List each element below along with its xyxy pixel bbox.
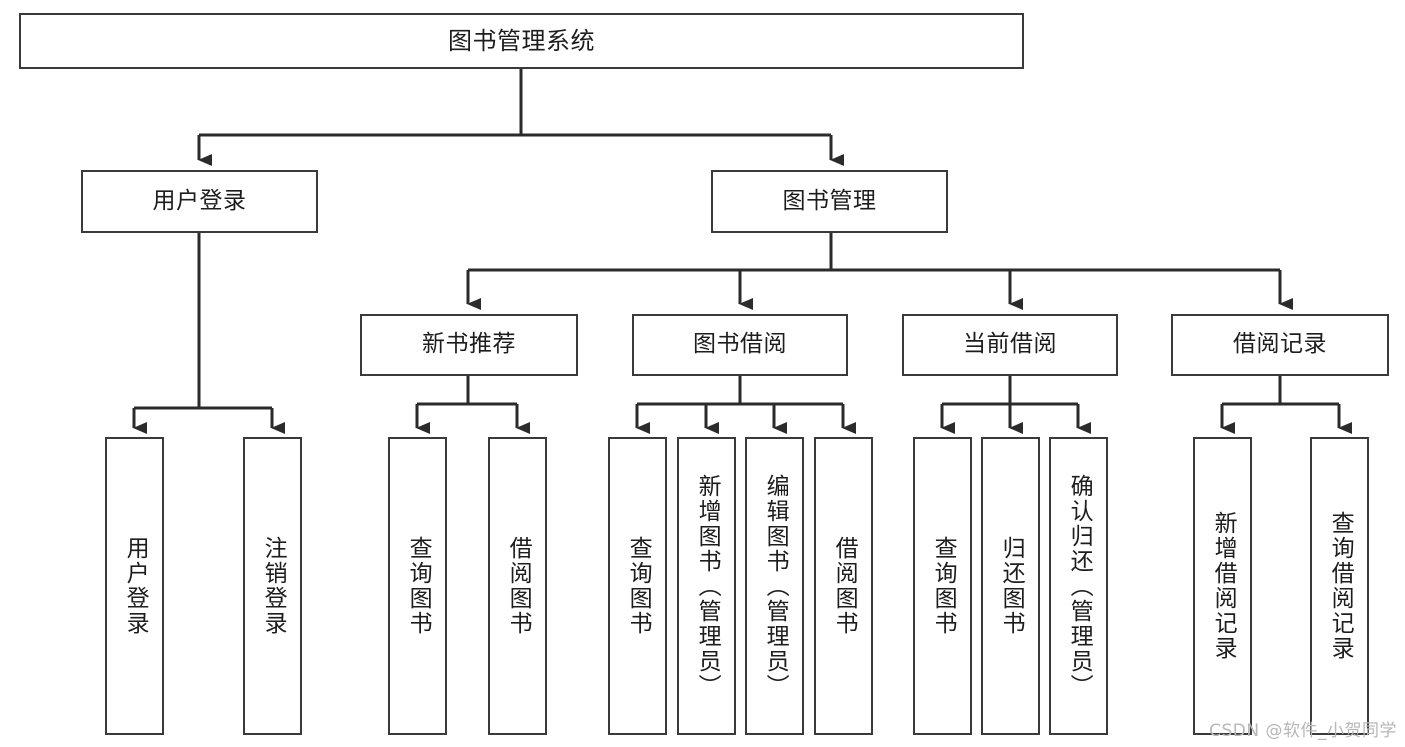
node-leaf-borrow-book-recommend[interactable]: 借阅图书 (488, 437, 547, 735)
csdn-watermark: CSDN @软件_小贺同学 (1209, 721, 1397, 741)
node-user-login[interactable]: 用户登录 (81, 170, 318, 233)
node-label: 编辑图书（管理员） (762, 473, 789, 699)
node-leaf-add-record[interactable]: 新增借阅记录 (1193, 437, 1252, 735)
node-label: 查询借阅记录 (1327, 511, 1354, 661)
node-label: 图书借阅 (693, 331, 787, 358)
node-leaf-query-record[interactable]: 查询借阅记录 (1310, 437, 1369, 735)
node-leaf-return-book[interactable]: 归还图书 (981, 437, 1040, 735)
node-label: 图书管理系统 (448, 26, 595, 55)
node-label: 当前借阅 (963, 331, 1057, 358)
node-label: 查询图书 (405, 536, 432, 636)
node-label: 归还图书 (998, 536, 1025, 636)
node-label: 借阅图书 (831, 536, 858, 636)
node-label: 注销登录 (260, 536, 287, 636)
node-leaf-borrow-book[interactable]: 借阅图书 (814, 437, 873, 735)
node-leaf-add-book[interactable]: 新增图书（管理员） (677, 437, 736, 735)
node-leaf-query-book-current[interactable]: 查询图书 (913, 437, 972, 735)
node-label: 查询图书 (625, 536, 652, 636)
node-borrow-record[interactable]: 借阅记录 (1171, 314, 1389, 376)
node-leaf-user-login[interactable]: 用户登录 (105, 437, 164, 735)
node-leaf-query-book-borrow[interactable]: 查询图书 (608, 437, 667, 735)
node-label: 新增借阅记录 (1210, 511, 1237, 661)
node-label: 新书推荐 (422, 331, 516, 358)
node-leaf-user-logout[interactable]: 注销登录 (243, 437, 302, 735)
node-new-book-recommend[interactable]: 新书推荐 (360, 314, 578, 376)
node-leaf-query-book-recommend[interactable]: 查询图书 (388, 437, 447, 735)
node-label: 新增图书（管理员） (694, 473, 721, 699)
node-label: 借阅图书 (505, 536, 532, 636)
node-leaf-edit-book[interactable]: 编辑图书（管理员） (745, 437, 804, 735)
node-book-manage[interactable]: 图书管理 (711, 170, 948, 233)
node-label: 图书管理 (782, 187, 877, 214)
node-label: 借阅记录 (1233, 331, 1327, 358)
node-book-borrow[interactable]: 图书借阅 (632, 314, 848, 376)
node-root-system[interactable]: 图书管理系统 (19, 13, 1024, 69)
node-label: 确认归还（管理员） (1066, 473, 1093, 699)
node-leaf-confirm-return[interactable]: 确认归还（管理员） (1049, 437, 1108, 735)
node-current-borrow[interactable]: 当前借阅 (902, 314, 1118, 376)
node-label: 用户登录 (152, 187, 247, 214)
node-label: 用户登录 (122, 536, 149, 636)
node-label: 查询图书 (930, 536, 957, 636)
